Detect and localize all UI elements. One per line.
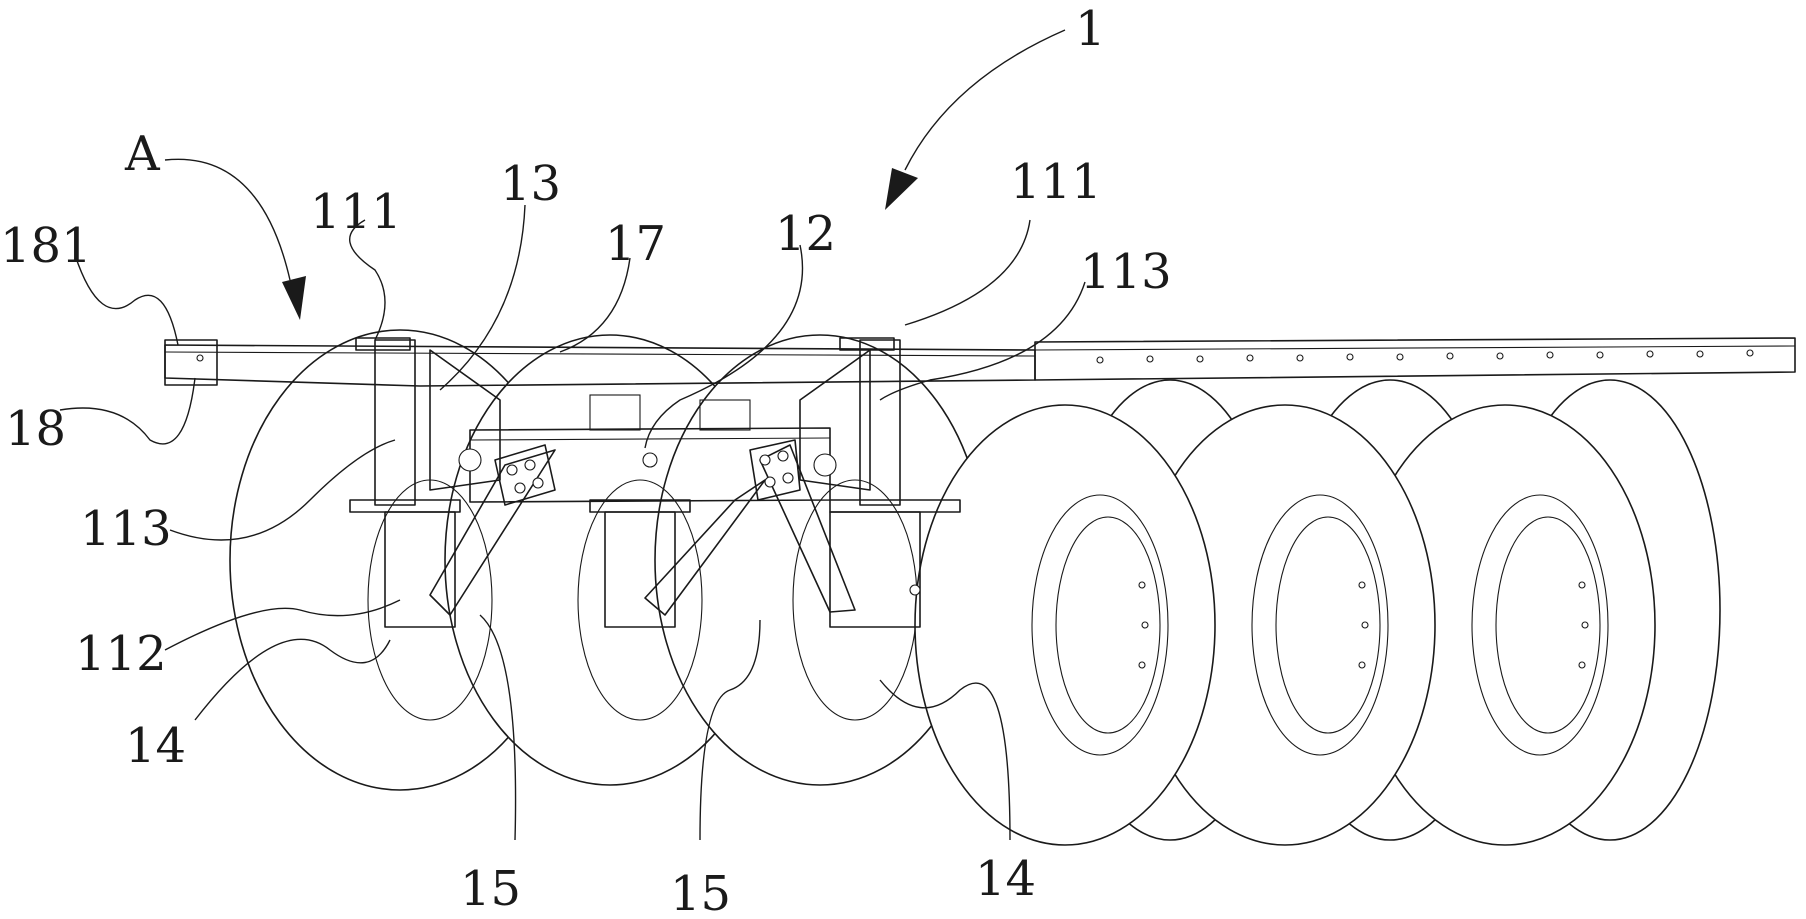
label-14-left: 14 — [125, 718, 186, 774]
leader-18 — [60, 378, 195, 444]
leader-111-right — [905, 220, 1030, 325]
arrow-A — [282, 276, 306, 320]
label-113-left: 113 — [80, 501, 172, 557]
front-tyres-right-group — [915, 380, 1720, 845]
leader-1 — [905, 30, 1065, 170]
label-113-right: 113 — [1080, 244, 1172, 300]
label-111-right: 111 — [1010, 154, 1102, 210]
rear-tyres-left-group — [230, 330, 985, 790]
label-18: 18 — [5, 401, 66, 457]
arrow-1 — [885, 168, 918, 210]
label-14-right: 14 — [975, 851, 1036, 907]
tyre-right-1 — [915, 405, 1215, 845]
label-112: 112 — [75, 626, 167, 682]
label-A: A — [124, 126, 161, 182]
label-13: 13 — [500, 156, 561, 212]
label-1: 1 — [1075, 1, 1106, 57]
label-181: 181 — [0, 218, 92, 274]
rail-holes — [1097, 350, 1753, 363]
label-17: 17 — [605, 216, 666, 272]
label-111-left: 111 — [310, 184, 402, 240]
leader-A — [165, 159, 290, 280]
label-15-mid: 15 — [670, 866, 731, 919]
label-15-left: 15 — [460, 861, 521, 917]
label-12: 12 — [775, 206, 836, 262]
